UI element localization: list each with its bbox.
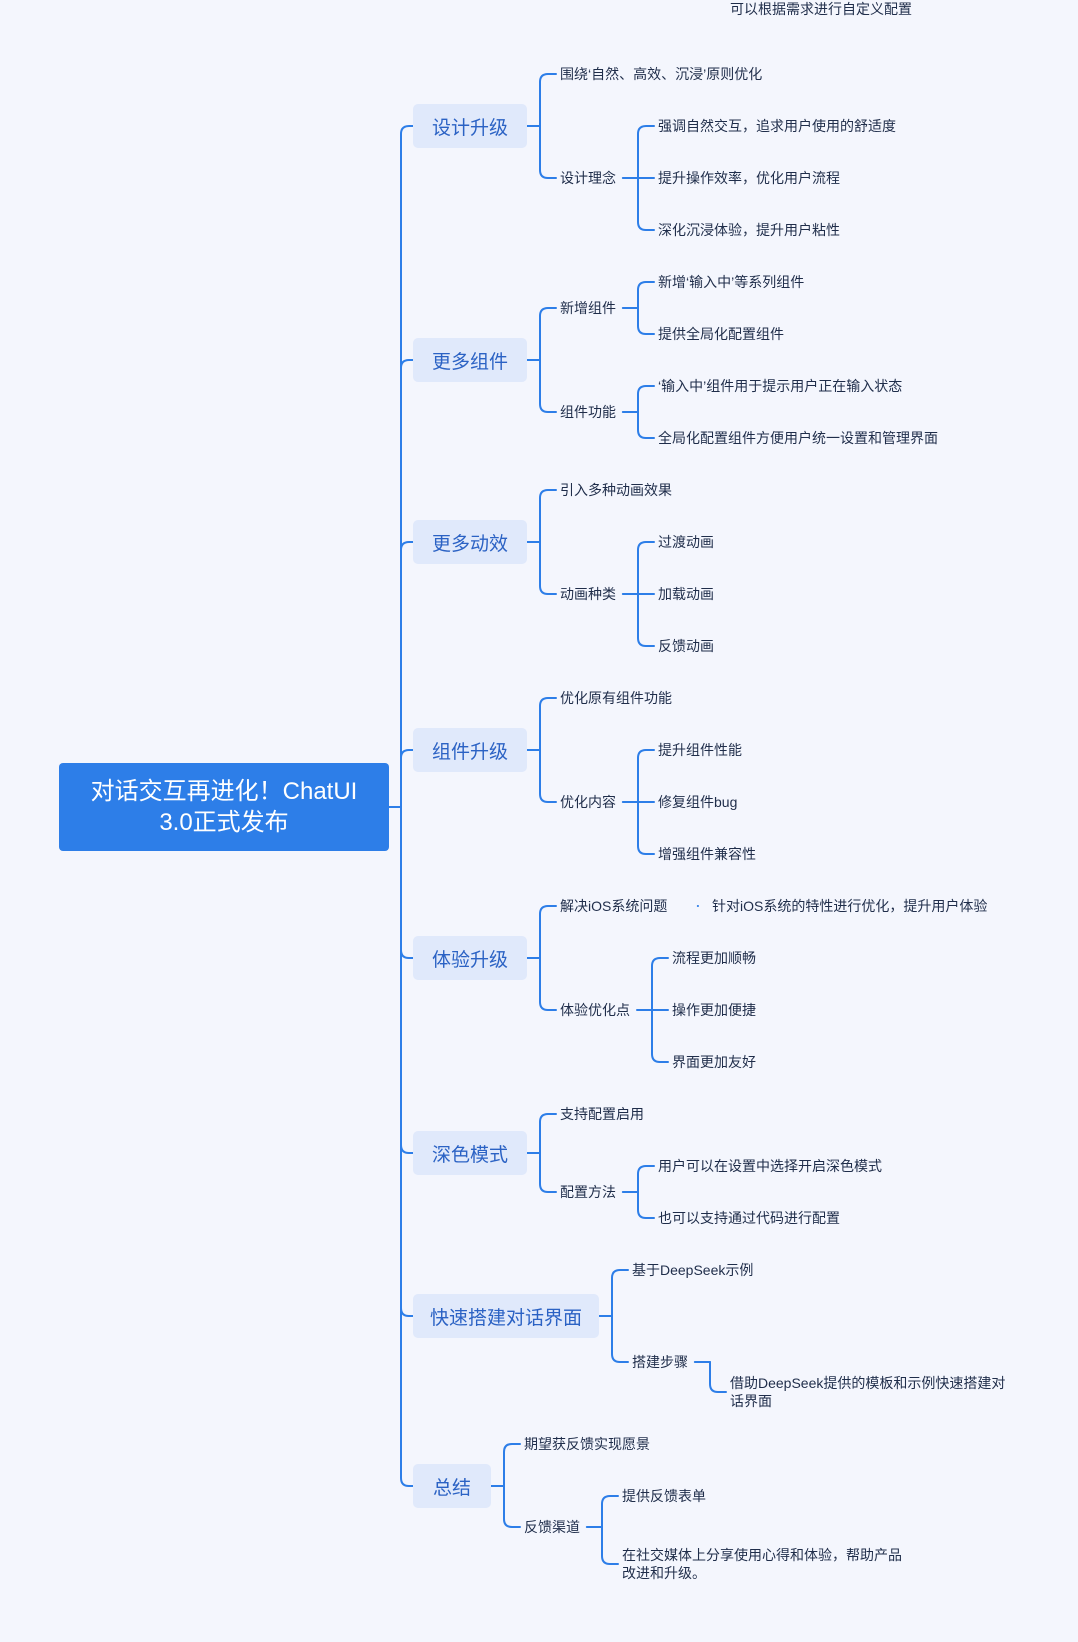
sub-topic[interactable]: 新增组件 — [560, 300, 616, 316]
branch-node[interactable]: 快速搭建对话界面 — [413, 1294, 599, 1338]
branch-5-link-1 — [539, 1152, 557, 1193]
branch-6-link-1 — [611, 1315, 629, 1363]
detail-item[interactable]: 操作更加便捷 — [672, 1002, 756, 1018]
branch-5-link-0 — [539, 1113, 557, 1154]
detail-item[interactable]: 过渡动画 — [658, 534, 714, 550]
branch-node[interactable]: 更多组件 — [413, 338, 527, 382]
branch-node[interactable]: 体验升级 — [413, 936, 527, 980]
trunk-link-0 — [400, 125, 414, 808]
branch-1-sub-0-link-1 — [637, 307, 655, 335]
detail-item[interactable]: 也可以支持通过代码进行配置 — [658, 1210, 840, 1226]
branch-5-sub-1-link-0 — [637, 1165, 655, 1193]
branch-1-sub-0-link-0 — [637, 281, 655, 309]
trunk-link-6 — [400, 806, 414, 1317]
branch-3-link-1 — [539, 749, 557, 803]
sub-topic[interactable]: 搭建步骤 — [632, 1354, 688, 1370]
branch-2-sub-1-link-0 — [637, 541, 655, 595]
branch-1-sub-1-link-1 — [637, 411, 655, 439]
branch-3-link-0 — [539, 697, 557, 751]
branch-4-sub-1-link-0 — [651, 957, 669, 1011]
root-node[interactable]: 对话交互再进化！ChatUI 3.0正式发布 — [59, 763, 389, 851]
branch-0-link-0 — [539, 73, 557, 127]
branch-node[interactable]: 组件升级 — [413, 728, 527, 772]
detail-item[interactable]: 提供全局化配置组件 — [658, 326, 784, 342]
trunk-link-3 — [400, 749, 414, 808]
sub-topic[interactable]: 围绕‘自然、高效、沉浸’原则优化 — [560, 66, 763, 82]
sub-topic[interactable]: 动画种类 — [560, 586, 616, 602]
detail-item[interactable]: 提供反馈表单 — [622, 1488, 706, 1504]
detail-item[interactable]: 针对iOS系统的特性进行优化，提升用户体验 — [712, 898, 988, 914]
detail-item[interactable]: 提升操作效率，优化用户流程 — [658, 170, 840, 186]
detail-item[interactable]: 新增‘输入中’等系列组件 — [658, 274, 805, 290]
sub-topic[interactable]: 解决iOS系统问题 — [560, 898, 668, 914]
detail-item[interactable]: 用户可以在设置中选择开启深色模式 — [658, 1158, 882, 1174]
branch-7-link-1 — [503, 1485, 521, 1528]
branch-node[interactable]: 更多动效 — [413, 520, 527, 564]
branch-6-link-0 — [611, 1269, 629, 1317]
branch-node[interactable]: 设计升级 — [413, 104, 527, 148]
branch-0-sub-1-link-2 — [637, 177, 655, 231]
sub-topic[interactable]: 体验优化点 — [560, 1002, 630, 1018]
detail-item[interactable]: 增强组件兼容性 — [658, 846, 756, 862]
branch-5-sub-1-link-1 — [637, 1191, 655, 1219]
sub-topic[interactable]: 组件功能 — [560, 404, 616, 420]
sub-topic[interactable]: 基于DeepSeek示例 — [632, 1262, 754, 1278]
detail-item[interactable]: 提升组件性能 — [658, 742, 742, 758]
branch-7-sub-1-link-0 — [601, 1495, 619, 1528]
sub-topic[interactable]: 支持配置启用 — [560, 1106, 644, 1122]
branch-3-sub-1-link-0 — [637, 749, 655, 803]
trunk-link-2 — [400, 541, 414, 808]
sub-topic[interactable]: 优化原有组件功能 — [560, 690, 672, 706]
branch-2-link-1 — [539, 541, 557, 595]
sub-topic[interactable]: 期望获反馈实现愿景 — [524, 1436, 650, 1452]
sub-topic[interactable]: 反馈渠道 — [524, 1519, 580, 1535]
branch-node[interactable]: 总结 — [413, 1464, 491, 1508]
sub-topic[interactable]: 设计理念 — [560, 170, 616, 186]
branch-4-link-0 — [539, 905, 557, 959]
sub-topic[interactable]: 引入多种动画效果 — [560, 482, 672, 498]
branch-7-link-0 — [503, 1443, 521, 1487]
branch-4-link-1 — [539, 957, 557, 1011]
detail-item[interactable]: 强调自然交互，追求用户使用的舒适度 — [658, 118, 896, 134]
detail-item[interactable]: 界面更加友好 — [672, 1054, 756, 1070]
detail-item[interactable]: 全局化配置组件方便用户统一设置和管理界面 — [658, 430, 938, 446]
detail-item[interactable]: 修复组件bug — [658, 794, 738, 810]
detail-item[interactable]: 可以根据需求进行自定义配置 — [730, 1, 912, 17]
trunk-link-1 — [400, 359, 414, 808]
trunk-link-4 — [400, 806, 414, 959]
detail-item[interactable]: 借助DeepSeek提供的模板和示例快速搭建对话界面 — [730, 1375, 1006, 1409]
trunk-link-5 — [400, 806, 414, 1154]
branch-7-sub-1-link-1 — [601, 1526, 619, 1565]
detail-item[interactable]: 流程更加顺畅 — [672, 950, 756, 966]
sub-topic[interactable]: 优化内容 — [560, 794, 616, 810]
branch-2-sub-1-link-2 — [637, 593, 655, 647]
sub-topic[interactable]: 配置方法 — [560, 1184, 616, 1200]
detail-item[interactable]: 反馈动画 — [658, 638, 714, 654]
detail-item[interactable]: 在社交媒体上分享使用心得和体验，帮助产品改进和升级。 — [622, 1547, 902, 1581]
branch-2-link-0 — [539, 489, 557, 543]
trunk-link-7 — [400, 806, 414, 1487]
branch-3-sub-1-link-2 — [637, 801, 655, 855]
branch-4-sub-1-link-2 — [651, 1009, 669, 1063]
branch-1-link-1 — [539, 359, 557, 413]
branch-1-link-0 — [539, 307, 557, 361]
branch-0-link-1 — [539, 125, 557, 179]
branch-node[interactable]: 深色模式 — [413, 1131, 527, 1175]
detail-item[interactable]: ‘输入中’组件用于提示用户正在输入状态 — [658, 378, 903, 394]
branch-6-sub-1-link-0 — [709, 1361, 727, 1393]
branch-0-sub-1-link-0 — [637, 125, 655, 179]
detail-item[interactable]: 深化沉浸体验，提升用户粘性 — [658, 222, 840, 238]
detail-item[interactable]: 加载动画 — [658, 586, 714, 602]
branch-1-sub-1-link-0 — [637, 385, 655, 413]
